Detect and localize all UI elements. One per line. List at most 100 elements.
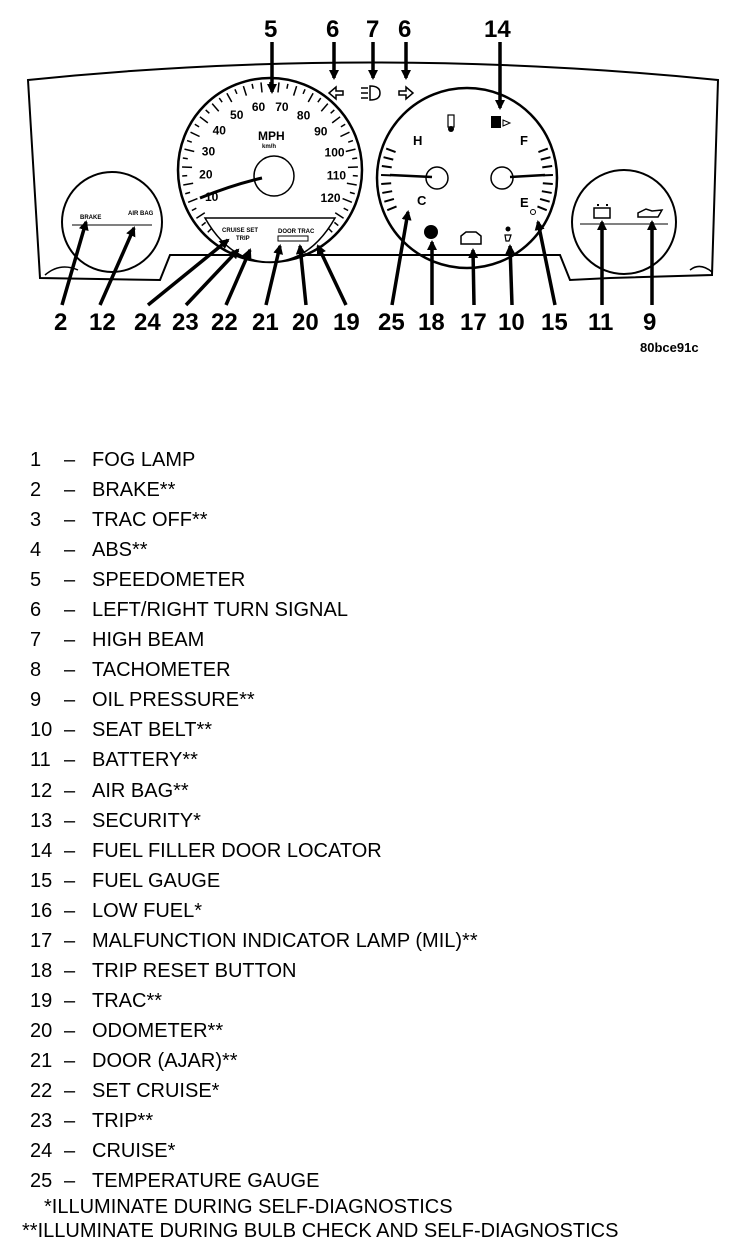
legend-label: FOG LAMP xyxy=(92,449,196,471)
legend-label: DOOR (AJAR)** xyxy=(92,1049,238,1072)
speedometer-tick xyxy=(260,82,263,93)
gauge-tick xyxy=(541,190,552,194)
legend-item: 20–ODOMETER** xyxy=(30,1016,730,1046)
legend-number: 4 xyxy=(30,539,42,562)
footnote-self-diagnostics: *ILLUMINATE DURING SELF-DIAGNOSTICS xyxy=(44,1196,453,1218)
callout-14: 14 xyxy=(484,16,511,43)
legend-dash: – xyxy=(64,689,76,712)
check-engine-icon xyxy=(460,231,482,245)
legend-dash: – xyxy=(64,1140,76,1163)
legend-dash: – xyxy=(64,659,76,682)
legend-item: 2–BRAKE** xyxy=(30,475,730,505)
air-bag-warning-label: AIR BAG xyxy=(128,211,154,217)
legend-item: 9–OIL PRESSURE** xyxy=(30,685,730,715)
legend-item: 16–LOW FUEL* xyxy=(30,896,730,926)
legend-item: 4–ABS** xyxy=(30,535,730,565)
cold-label: C xyxy=(417,193,427,208)
speedometer-tick xyxy=(201,221,207,227)
gauge-tick xyxy=(382,190,393,194)
cluster-outline xyxy=(26,61,720,282)
legend-item: 21–DOOR (AJAR)** xyxy=(30,1046,730,1076)
trip-label: TRIP xyxy=(236,236,250,242)
legend-dash: – xyxy=(64,869,76,892)
legend-dash: – xyxy=(64,509,76,532)
legend-label: TRIP RESET BUTTON xyxy=(92,959,297,982)
speedometer-tick xyxy=(183,182,194,186)
gauge-tick xyxy=(384,197,395,203)
gauge-tick xyxy=(381,182,392,185)
legend-number: 6 xyxy=(30,599,42,622)
legend-number: 16 xyxy=(30,899,53,922)
fuel-pump-icon xyxy=(491,116,512,128)
footnote-bulb-check: **ILLUMINATE DURING BULB CHECK AND SELF-… xyxy=(22,1220,619,1242)
legend-number: 19 xyxy=(30,989,53,1012)
legend-item: 3–TRAC OFF** xyxy=(30,505,730,535)
legend-dash: – xyxy=(64,989,76,1012)
legend-number: 2 xyxy=(30,479,42,502)
legend-label: SPEEDOMETER xyxy=(92,569,246,592)
legend-item: 10–SEAT BELT** xyxy=(30,715,730,745)
legend-number: 15 xyxy=(30,869,53,892)
speedometer-tick xyxy=(251,83,254,89)
speedometer-number: 50 xyxy=(230,108,244,122)
speedometer-tick xyxy=(196,212,206,219)
legend-dash: – xyxy=(64,569,76,592)
speedometer-tick xyxy=(218,97,223,103)
legend-dash: – xyxy=(64,809,76,832)
thermometer-icon xyxy=(447,114,455,132)
legend-dash: – xyxy=(64,1049,76,1072)
legend-label: SET CRUISE* xyxy=(92,1079,220,1102)
legend-item: 8–TACHOMETER xyxy=(30,655,730,685)
legend-number: 12 xyxy=(30,779,53,802)
legend-label: SEAT BELT** xyxy=(92,719,213,742)
speedometer-number: 90 xyxy=(314,124,328,138)
hot-label: H xyxy=(413,133,422,148)
gauge-tick xyxy=(539,197,550,203)
speedometer-tick xyxy=(340,131,350,138)
battery-oil-gauge xyxy=(571,169,677,275)
legend-number: 11 xyxy=(30,749,51,772)
legend-label: ABS** xyxy=(92,539,148,562)
legend-label: TRIP** xyxy=(92,1110,154,1133)
legend-number: 10 xyxy=(30,719,53,742)
speedometer-tick xyxy=(185,191,191,195)
callout-17: 17 xyxy=(460,309,487,336)
legend-item: 22–SET CRUISE* xyxy=(30,1076,730,1106)
legend-item: 14–FUEL FILLER DOOR LOCATOR xyxy=(30,836,730,866)
speedometer-number: 80 xyxy=(297,109,311,123)
speedometer-tick xyxy=(347,139,354,143)
speedometer-tick xyxy=(234,88,238,95)
battery-icon xyxy=(593,204,611,219)
speedometer-tick xyxy=(211,103,220,112)
callout-6-right: 6 xyxy=(398,16,411,43)
legend-number: 5 xyxy=(30,569,42,592)
kmh-label: km/h xyxy=(262,144,276,150)
legend-dash: – xyxy=(64,629,76,652)
gauge-tick xyxy=(540,156,551,161)
speedometer-tick xyxy=(194,123,200,128)
speedometer-tick xyxy=(342,197,353,203)
legend-number: 25 xyxy=(30,1170,53,1193)
legend-label: HIGH BEAM xyxy=(92,629,205,652)
speedometer-tick xyxy=(242,85,248,96)
speedometer-tick xyxy=(346,182,357,186)
legend-label: LEFT/RIGHT TURN SIGNAL xyxy=(92,599,348,622)
speedometer-number: 120 xyxy=(321,191,341,205)
legend-item: 1–FOG LAMP xyxy=(30,445,730,475)
speedometer-number: 60 xyxy=(252,100,266,114)
speedometer-tick xyxy=(205,109,210,114)
callout-5: 5 xyxy=(264,16,277,43)
bottom-callouts: 2 12 24 23 22 21 20 19 25 18 17 10 15 11… xyxy=(54,210,657,336)
legend-dash: – xyxy=(64,539,76,562)
right-turn-signal-icon xyxy=(398,85,415,101)
legend-dash: – xyxy=(64,599,76,622)
speedometer-tick xyxy=(286,83,289,89)
speedometer-tick xyxy=(190,131,200,138)
footnotes: *ILLUMINATE DURING SELF-DIAGNOSTICS **IL… xyxy=(22,1195,618,1243)
gauge-tick xyxy=(537,205,548,212)
speedometer-tick xyxy=(349,191,355,195)
speedometer-tick xyxy=(302,88,306,95)
